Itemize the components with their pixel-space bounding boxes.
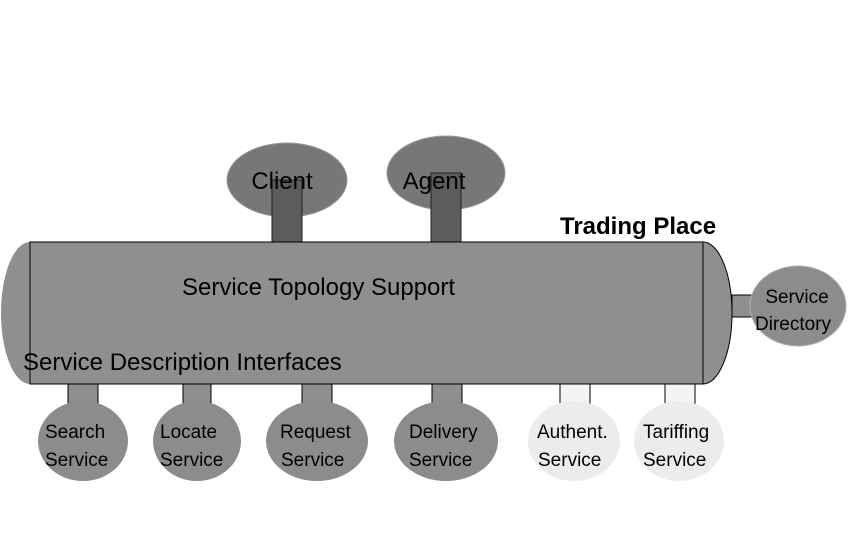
bus-bottom-label: Service Description Interfaces — [23, 349, 342, 376]
locate-service-node: Locate Service — [153, 383, 241, 481]
locate-service-line1: Locate — [160, 422, 217, 443]
delivery-service-line2: Service — [409, 450, 472, 471]
trading-place-bus: Service Topology Support Service Descrip… — [1, 241, 733, 385]
agent-connector — [430, 172, 462, 243]
request-service-node: Request Service — [266, 383, 368, 481]
authent-service-line2: Service — [538, 450, 601, 471]
authent-service-circle — [528, 401, 620, 481]
delivery-service-node: Delivery Service — [394, 383, 498, 481]
authent-service-node: Authent. Service — [528, 383, 620, 481]
client-node: Client — [226, 142, 348, 243]
service-directory-line2: Directory — [755, 314, 832, 335]
search-service-node: Search Service — [38, 383, 128, 481]
search-service-line1: Search — [45, 422, 105, 443]
locate-service-circle — [153, 401, 241, 481]
authent-service-line1: Authent. — [537, 422, 608, 443]
delivery-service-line1: Delivery — [409, 422, 478, 443]
request-service-circle — [266, 401, 368, 481]
request-service-line2: Service — [281, 450, 344, 471]
service-directory-node: Service Directory — [731, 265, 847, 347]
service-directory-line1: Service — [765, 287, 828, 308]
agent-label: Agent — [403, 168, 466, 195]
tariffing-service-circle — [634, 401, 724, 481]
search-service-circle — [38, 401, 128, 481]
locate-service-line2: Service — [160, 450, 223, 471]
tariffing-service-line2: Service — [643, 450, 706, 471]
diagram-title: Trading Place — [560, 213, 716, 240]
bus-body — [29, 241, 704, 385]
delivery-service-circle — [394, 401, 498, 481]
agent-node: Agent — [386, 135, 506, 243]
tariffing-service-line1: Tariffing — [643, 422, 709, 443]
request-service-line1: Request — [280, 422, 351, 443]
search-service-line2: Service — [45, 450, 108, 471]
tariffing-service-node: Tariffing Service — [634, 383, 724, 481]
client-connector — [271, 179, 303, 243]
bus-top-label: Service Topology Support — [182, 274, 455, 301]
client-label: Client — [251, 168, 313, 195]
